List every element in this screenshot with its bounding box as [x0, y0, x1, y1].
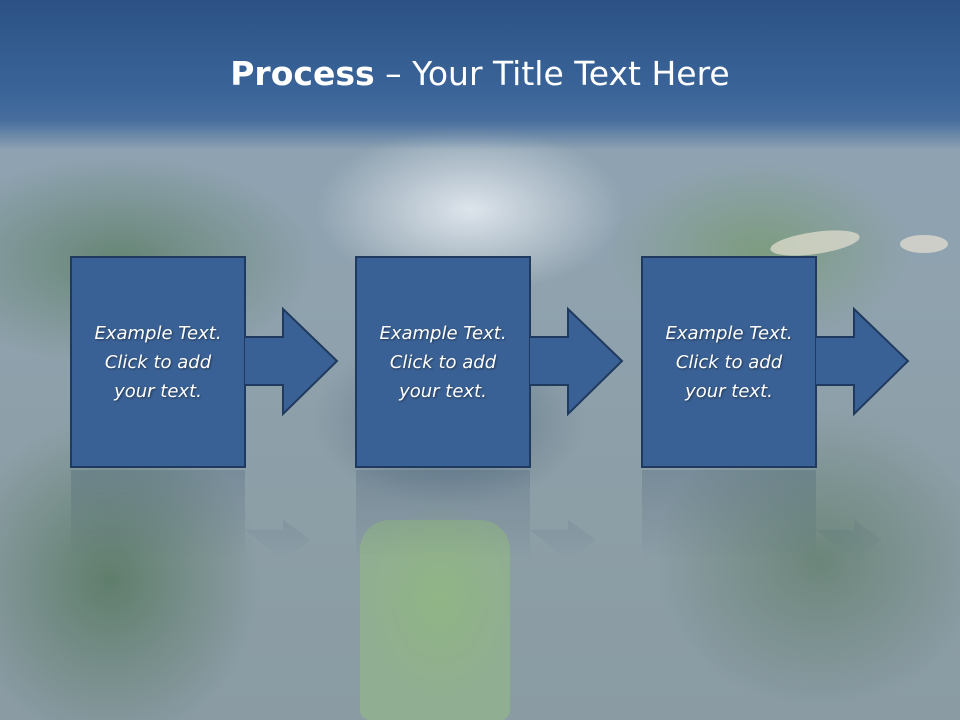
process-step-reflection: [356, 470, 632, 560]
process-step-shape: [355, 256, 624, 468]
slide-title[interactable]: Process – Your Title Text Here: [0, 52, 960, 96]
process-step-text[interactable]: Example Text. Click to add your text.: [94, 322, 222, 402]
title-rest-part: – Your Title Text Here: [374, 54, 730, 93]
process-step-reflection: [71, 470, 347, 560]
process-step-text[interactable]: Example Text. Click to add your text.: [379, 322, 507, 402]
process-step-text[interactable]: Example Text. Click to add your text.: [665, 322, 793, 402]
title-bold-part: Process: [230, 54, 375, 93]
title-bar: Process – Your Title Text Here: [0, 0, 960, 150]
process-step-2[interactable]: Example Text. Click to add your text.: [355, 256, 632, 468]
process-step-reflection: [642, 470, 918, 560]
process-step-3[interactable]: Example Text. Click to add your text.: [641, 256, 918, 468]
process-step-shape: [641, 256, 910, 468]
process-step-1[interactable]: Example Text. Click to add your text.: [70, 256, 347, 468]
background-sand-trap: [900, 235, 948, 253]
process-step-shape: [70, 256, 339, 468]
background-fairway: [360, 520, 510, 720]
